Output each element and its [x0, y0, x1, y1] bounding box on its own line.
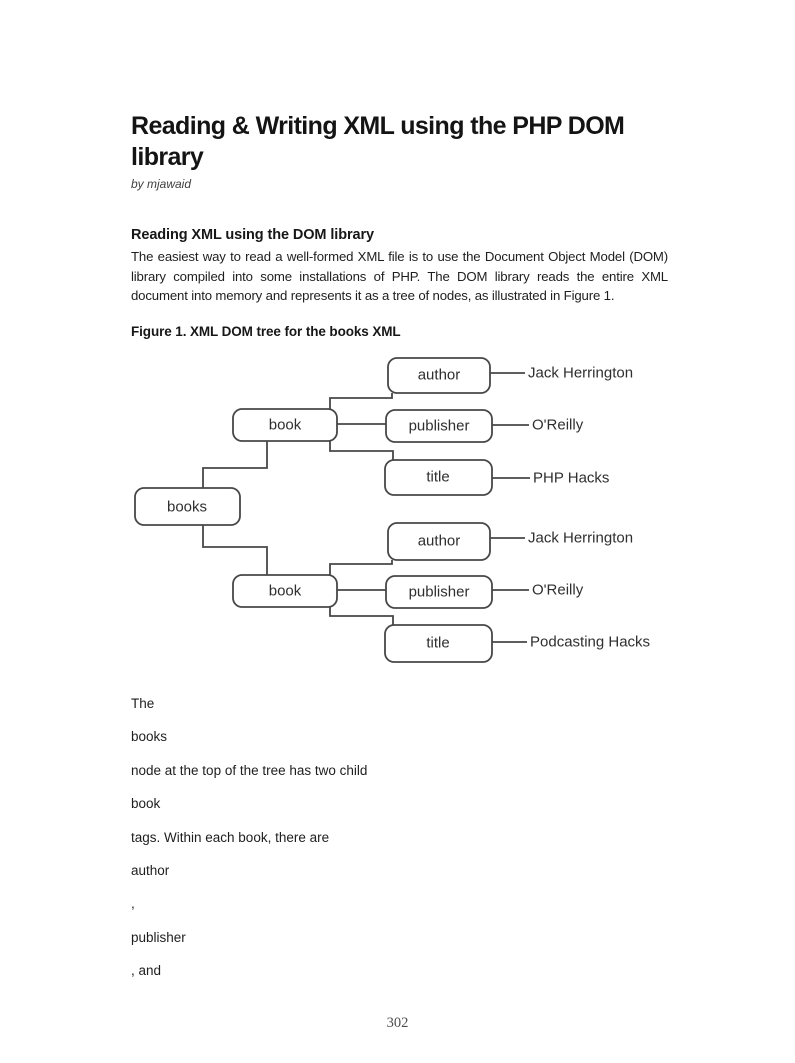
after-figure-line: node at the top of the tree has two chil…: [131, 762, 368, 778]
author2-node-box: [387, 522, 491, 561]
tree-node-books: books: [134, 487, 241, 526]
connector-books-book1: [202, 441, 268, 488]
after-figure-line: publisher: [131, 929, 186, 945]
dom-tree-figure: books book author Jack Herrington publis…: [133, 352, 673, 667]
tree-node-author-1: author: [387, 357, 491, 394]
author1-value-label: Jack Herrington: [528, 365, 633, 382]
connector-book2-title2: [329, 607, 394, 625]
tree-node-publisher-2: publisher: [385, 575, 493, 609]
books-node-label: books: [167, 499, 207, 516]
title2-node-box: [384, 624, 493, 663]
title2-value-label: Podcasting Hacks: [530, 634, 650, 651]
intro-paragraph: The easiest way to read a well-formed XM…: [131, 249, 668, 303]
tree-node-publisher-1: publisher: [385, 409, 493, 443]
figure-caption: Figure 1. XML DOM tree for the books XML: [131, 324, 401, 339]
author2-node-label: author: [418, 533, 461, 550]
after-figure-line: tags. Within each book, there are: [131, 829, 330, 845]
publisher2-node-box: [385, 575, 493, 609]
tree-node-book-2: book: [232, 574, 338, 608]
publisher1-node-label: publisher: [409, 418, 470, 435]
title1-node-label: title: [426, 469, 449, 486]
after-figure-line: books: [131, 729, 168, 745]
tree-node-title-2: title: [384, 624, 493, 663]
author2-value-label: Jack Herrington: [528, 530, 633, 547]
after-figure-line: author: [131, 862, 170, 878]
after-figure-line: ,: [131, 896, 135, 912]
page-title: Reading & Writing XML using the PHP DOM …: [131, 111, 625, 171]
book2-node-box: [232, 574, 338, 608]
after-figure-line: book: [131, 796, 161, 812]
publisher2-node-label: publisher: [409, 584, 470, 601]
section-heading: Reading XML using the DOM library: [131, 227, 374, 244]
after-figure-text: The books node at the top of the tree ha…: [131, 694, 668, 995]
publisher1-node-box: [385, 409, 493, 443]
books-node-box: [134, 487, 241, 526]
after-figure-line: , and: [131, 963, 162, 979]
book1-node-box: [232, 408, 338, 442]
connector-book1-author1: [329, 393, 393, 409]
author1-node-box: [387, 357, 491, 394]
tree-node-title-1: title: [384, 459, 493, 496]
title2-node-label: title: [426, 635, 449, 652]
byline: by mjawaid: [131, 177, 192, 191]
dom-tree-svg: books book author Jack Herrington publis…: [134, 357, 650, 663]
tree-node-author-2: author: [387, 522, 491, 561]
page-number: 302: [386, 1015, 409, 1031]
tree-node-book-1: book: [232, 408, 338, 442]
connector-book2-author2: [329, 560, 393, 575]
after-figure-line: The: [131, 696, 155, 711]
connector-books-book2: [202, 525, 268, 575]
title1-node-box: [384, 459, 493, 496]
book2-node-label: book: [269, 583, 302, 600]
book1-node-label: book: [269, 417, 302, 434]
connector-book1-title1: [329, 441, 394, 460]
author1-node-label: author: [418, 367, 461, 384]
publisher1-value-label: O'Reilly: [532, 417, 584, 434]
title1-value-label: PHP Hacks: [533, 470, 609, 487]
publisher2-value-label: O'Reilly: [532, 582, 584, 599]
